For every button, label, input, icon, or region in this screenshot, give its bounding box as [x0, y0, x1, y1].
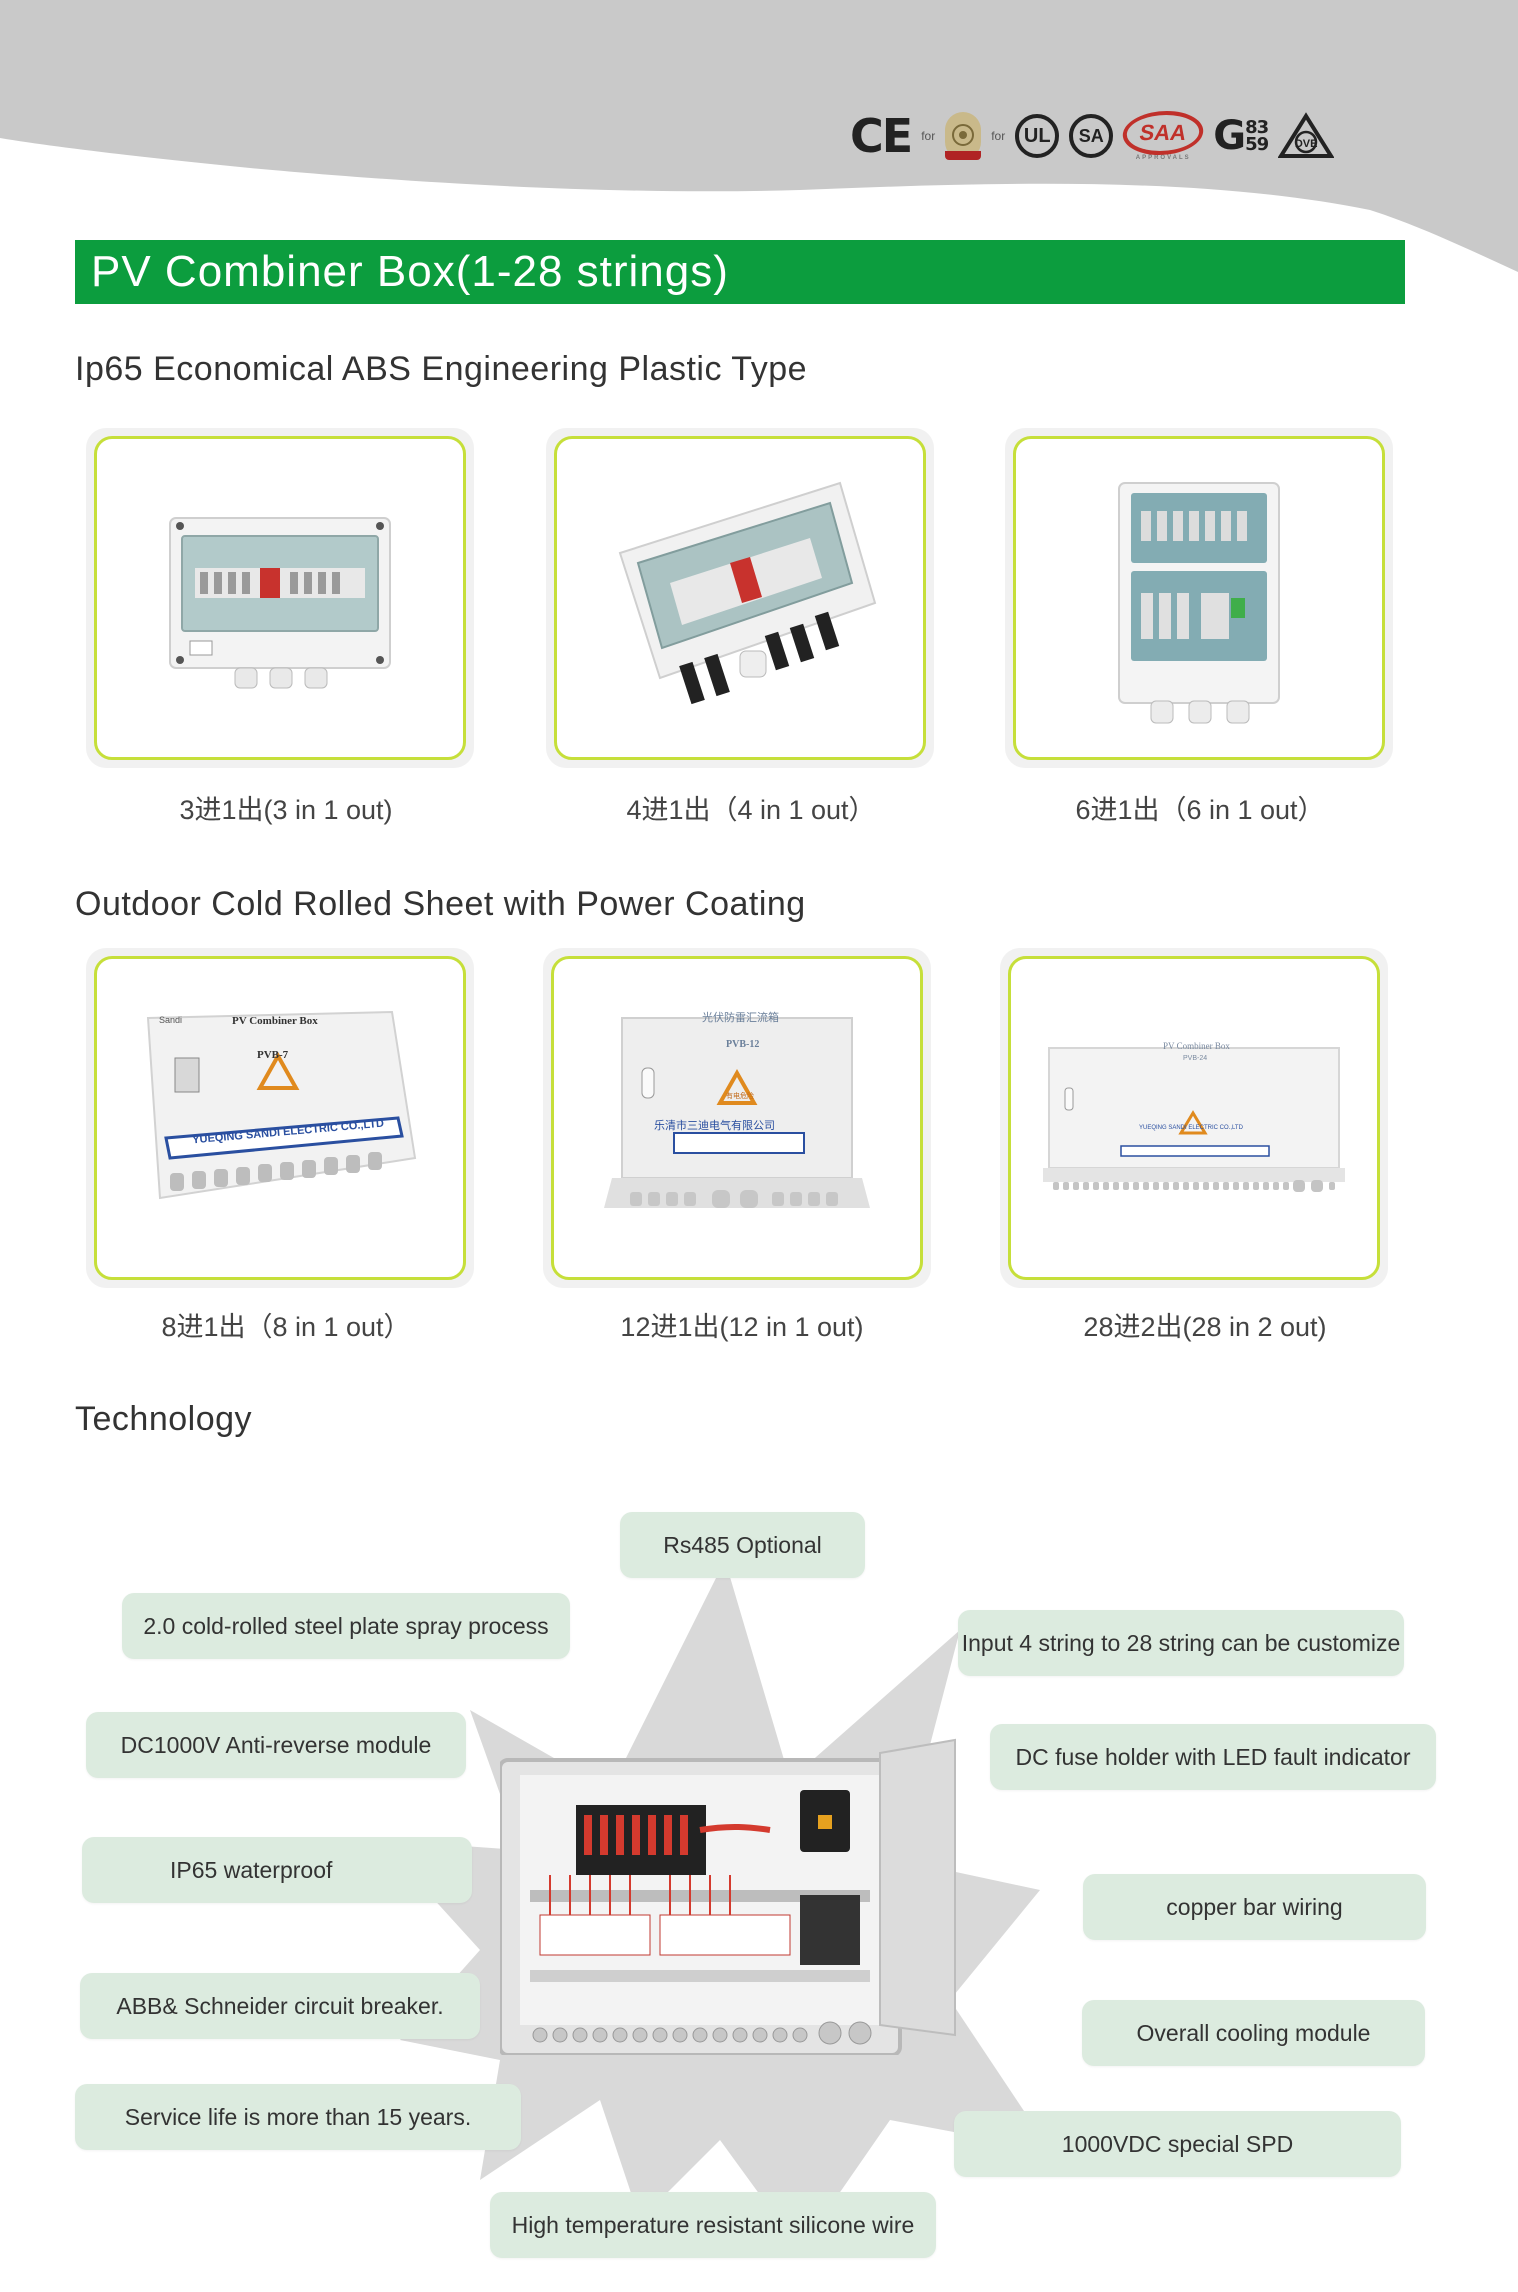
- product-caption-3in1: 3进1出(3 in 1 out): [179, 795, 393, 825]
- ul-mark-icon: UL: [1015, 114, 1060, 158]
- feature-circuit-breaker: ABB& Schneider circuit breaker.: [80, 1973, 480, 2039]
- saa-approvals-icon: SAA APPROVALS: [1119, 111, 1208, 161]
- feature-steel-plate: 2.0 cold-rolled steel plate spray proces…: [122, 1593, 570, 1659]
- product-card-3in1: [86, 428, 474, 768]
- for-label: for: [921, 129, 936, 143]
- feature-rs485: Rs485 Optional: [620, 1512, 865, 1578]
- header-background: [0, 0, 1518, 272]
- product-card-12in1: 光伏防雷汇流箱 PVB-12 有电危险 乐清市三迪电气有限公司: [543, 948, 931, 1288]
- plate-title: 光伏防雷汇流箱: [702, 1012, 779, 1024]
- warning-label: 有电危险: [726, 1093, 754, 1100]
- brand-label: Sandi: [159, 1015, 183, 1025]
- product-caption-28in2: 28进2出(28 in 2 out): [1083, 1312, 1327, 1342]
- feature-ip65: IP65 waterproof: [82, 1837, 472, 1903]
- feature-cooling: Overall cooling module: [1082, 2000, 1425, 2066]
- product-caption-4in1: 4进1出（4 in 1 out）: [626, 795, 876, 825]
- feature-fuse-holder: DC fuse holder with LED fault indicator: [990, 1724, 1436, 1790]
- product-card-8in1: Sandi PV Combiner Box PVB-7 YUEQING SAND…: [86, 948, 474, 1288]
- ce-mark-icon: CE: [850, 109, 913, 163]
- combiner-box-12in1-image: [604, 1017, 870, 1208]
- feature-silicone-wire: High temperature resistant silicone wire: [490, 2192, 936, 2258]
- product-card-28in2: PV Combiner Box PVB-24 YUEQING SANDI ELE…: [1000, 948, 1388, 1288]
- section-heading-technology: Technology: [75, 1400, 253, 1438]
- section-heading-metal: Outdoor Cold Rolled Sheet with Power Coa…: [75, 885, 806, 923]
- seal-cert-icon: [945, 112, 982, 160]
- company-label: YUEQING SANDI ELECTRIC CO.,LTD: [1139, 1125, 1243, 1131]
- combiner-box-interior-image: [500, 1738, 956, 2055]
- combiner-box-8in1-image: [146, 1010, 417, 1200]
- product-caption-12in1: 12进1出(12 in 1 out): [620, 1312, 864, 1342]
- feature-input-strings: Input 4 string to 28 string can be custo…: [958, 1610, 1404, 1676]
- feature-service-life: Service life is more than 15 years.: [75, 2084, 521, 2150]
- feature-copper-bar: copper bar wiring: [1083, 1874, 1426, 1940]
- product-card-6in1: [1005, 428, 1393, 768]
- title-bar: [75, 240, 1405, 304]
- plate-title: PV Combiner Box: [1163, 1041, 1230, 1051]
- dve-mark-icon: DVE: [1278, 112, 1335, 160]
- feature-spd: 1000VDC special SPD: [954, 2111, 1401, 2177]
- feature-anti-reverse: DC1000V Anti-reverse module: [86, 1712, 466, 1778]
- combiner-box-4in1-image: [618, 481, 877, 705]
- product-caption-8in1: 8进1出（8 in 1 out）: [161, 1312, 411, 1342]
- combiner-box-6in1-image: [1118, 482, 1280, 724]
- section-heading-plastic: Ip65 Economical ABS Engineering Plastic …: [75, 350, 808, 388]
- model-label: PVB-7: [257, 1049, 289, 1061]
- company-label: 乐清市三迪电气有限公司: [654, 1120, 775, 1132]
- plate-title: PV Combiner Box: [232, 1015, 318, 1027]
- csa-mark-icon: SA: [1069, 114, 1114, 158]
- product-caption-6in1: 6进1出（6 in 1 out）: [1075, 795, 1325, 825]
- model-label: PVB-12: [726, 1039, 760, 1050]
- page-title: PV Combiner Box(1-28 strings): [91, 247, 729, 296]
- combiner-box-3in1-image: [169, 517, 391, 689]
- model-label: PVB-24: [1183, 1055, 1208, 1062]
- combiner-box-28in2-image: [1043, 1047, 1345, 1192]
- product-card-4in1: [546, 428, 934, 768]
- for-label: for: [991, 129, 1006, 143]
